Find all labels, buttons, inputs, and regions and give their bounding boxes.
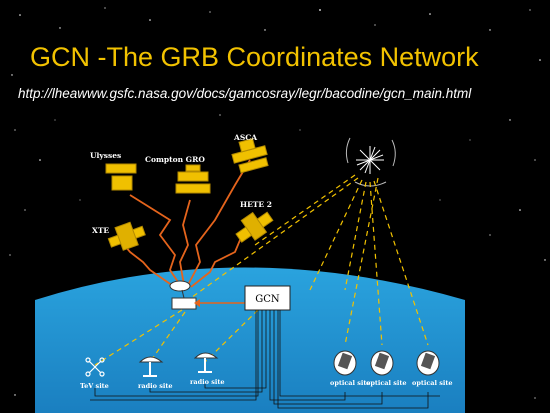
label-optical-site-1: optical site <box>330 379 371 387</box>
slide-title: GCN -The GRB Coordinates Network <box>30 42 479 72</box>
slide-url: http://lheawww.gsfc.nasa.gov/docs/gamcos… <box>18 86 472 101</box>
gcn-node-box <box>244 285 291 311</box>
optical-site-icon <box>333 350 357 376</box>
optical-site-icon <box>370 350 394 376</box>
gcn-node-label: GCN <box>255 294 280 305</box>
gamma-ray-burst-icon <box>345 137 396 187</box>
label-radio-site-2: radio site <box>190 378 225 386</box>
label-optical-site-2: optical site <box>366 379 407 387</box>
label-xte: XTE <box>92 226 109 235</box>
satellite-xte-icon <box>107 221 146 251</box>
optical-site-icon <box>416 350 440 376</box>
radio-site-icon <box>138 356 164 377</box>
label-compton-gro: Compton GRO <box>145 155 205 164</box>
satellite-compton-icon <box>175 164 211 194</box>
radio-site-icon <box>193 352 219 373</box>
label-asca: ASCA <box>233 133 257 142</box>
earth-surface <box>35 267 465 413</box>
label-tev-site: TeV site <box>80 382 109 390</box>
arrowhead-icon <box>194 299 200 307</box>
satellite-uplinks <box>119 159 251 289</box>
tev-site-icon <box>85 357 105 377</box>
label-ulysses: Ulysses <box>90 151 121 160</box>
label-radio-site-1: radio site <box>138 382 173 390</box>
satellite-ulysses-icon <box>105 163 137 191</box>
starfield <box>9 7 546 399</box>
satellite-asca-icon <box>231 137 269 174</box>
burst-photon-beams <box>187 174 429 346</box>
gcn-alert-beams <box>94 309 259 366</box>
gcn-network-wires <box>90 310 440 409</box>
label-optical-site-3: optical site <box>412 379 453 387</box>
satellite-hete-icon <box>235 211 274 243</box>
label-hete-2: HETE 2 <box>240 200 272 209</box>
